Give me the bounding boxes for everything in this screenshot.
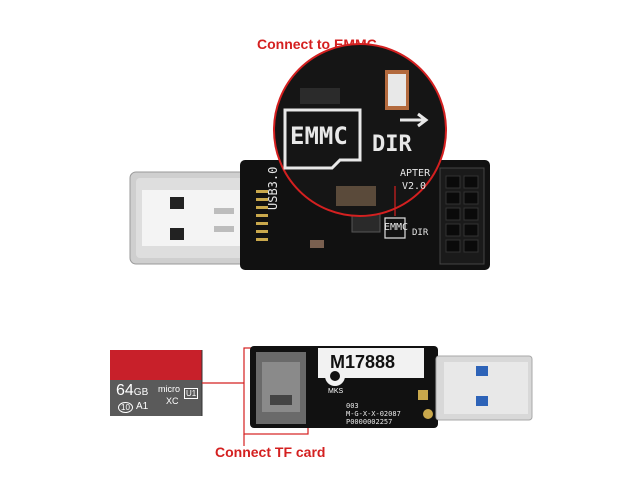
model-label: M17888 xyxy=(330,352,396,372)
sd-speed: U1 xyxy=(184,388,199,399)
version-label: V2.0 xyxy=(402,181,427,192)
emmc-zoom-label: EMMC xyxy=(290,122,348,150)
adapter-label: APTER xyxy=(400,168,431,179)
usb-plug-top xyxy=(129,171,257,265)
microsd-card xyxy=(110,350,203,416)
serial-line-3: P0000002257 xyxy=(346,418,393,426)
sd-app: A1 xyxy=(136,401,149,412)
dir-zoom-label: DIR xyxy=(372,132,412,157)
sd-type: micro xyxy=(158,384,180,394)
usb-plug-bottom xyxy=(435,355,533,421)
emmc-small-label: EMMC xyxy=(384,222,409,233)
sd-capacity-unit: GB xyxy=(133,387,149,398)
brand-label: MKS xyxy=(328,388,344,395)
serial-line-1: 003 xyxy=(346,402,359,410)
dir-small-label: DIR xyxy=(412,228,429,238)
sd-capacity-number: 64 xyxy=(116,382,134,399)
tf-card-caption: Connect TF card xyxy=(215,444,326,460)
sd-class-num: 10 xyxy=(118,402,133,413)
sd-capacity: 64GB xyxy=(116,382,148,400)
adapter-pcb-bottom xyxy=(250,346,438,428)
sd-class: XC xyxy=(166,396,179,406)
serial-line-2: M-G-X-X-02087 xyxy=(346,410,401,418)
emmc-zoom-circle xyxy=(273,43,447,217)
